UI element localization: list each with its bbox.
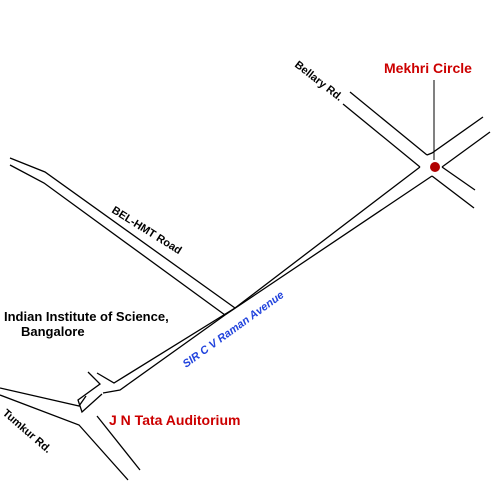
red-dot-icon[interactable]: [430, 162, 440, 172]
bel-hmt-road-label: BEL-HMT Road: [109, 204, 183, 257]
mekhri-circle-roads: [426, 116, 491, 209]
mekhri-circle-label: Mekhri Circle: [384, 60, 472, 76]
cv-raman-avenue: [96, 166, 433, 394]
iisc-label-line2: Bangalore: [21, 324, 85, 339]
jn-tata-auditorium-label: J N Tata Auditorium: [109, 412, 240, 428]
bellary-road-label: Bellary Rd.: [292, 59, 345, 104]
tumkur-road: [0, 371, 141, 481]
tumkur-road-label: Tumkur Rd.: [0, 407, 53, 456]
cv-raman-avenue-label: SIR C V Raman Avenue: [181, 289, 287, 370]
bellary-road: [342, 91, 428, 168]
iisc-label-line1: Indian Institute of Science,: [4, 309, 169, 324]
bel-hmt-road: [9, 157, 236, 316]
